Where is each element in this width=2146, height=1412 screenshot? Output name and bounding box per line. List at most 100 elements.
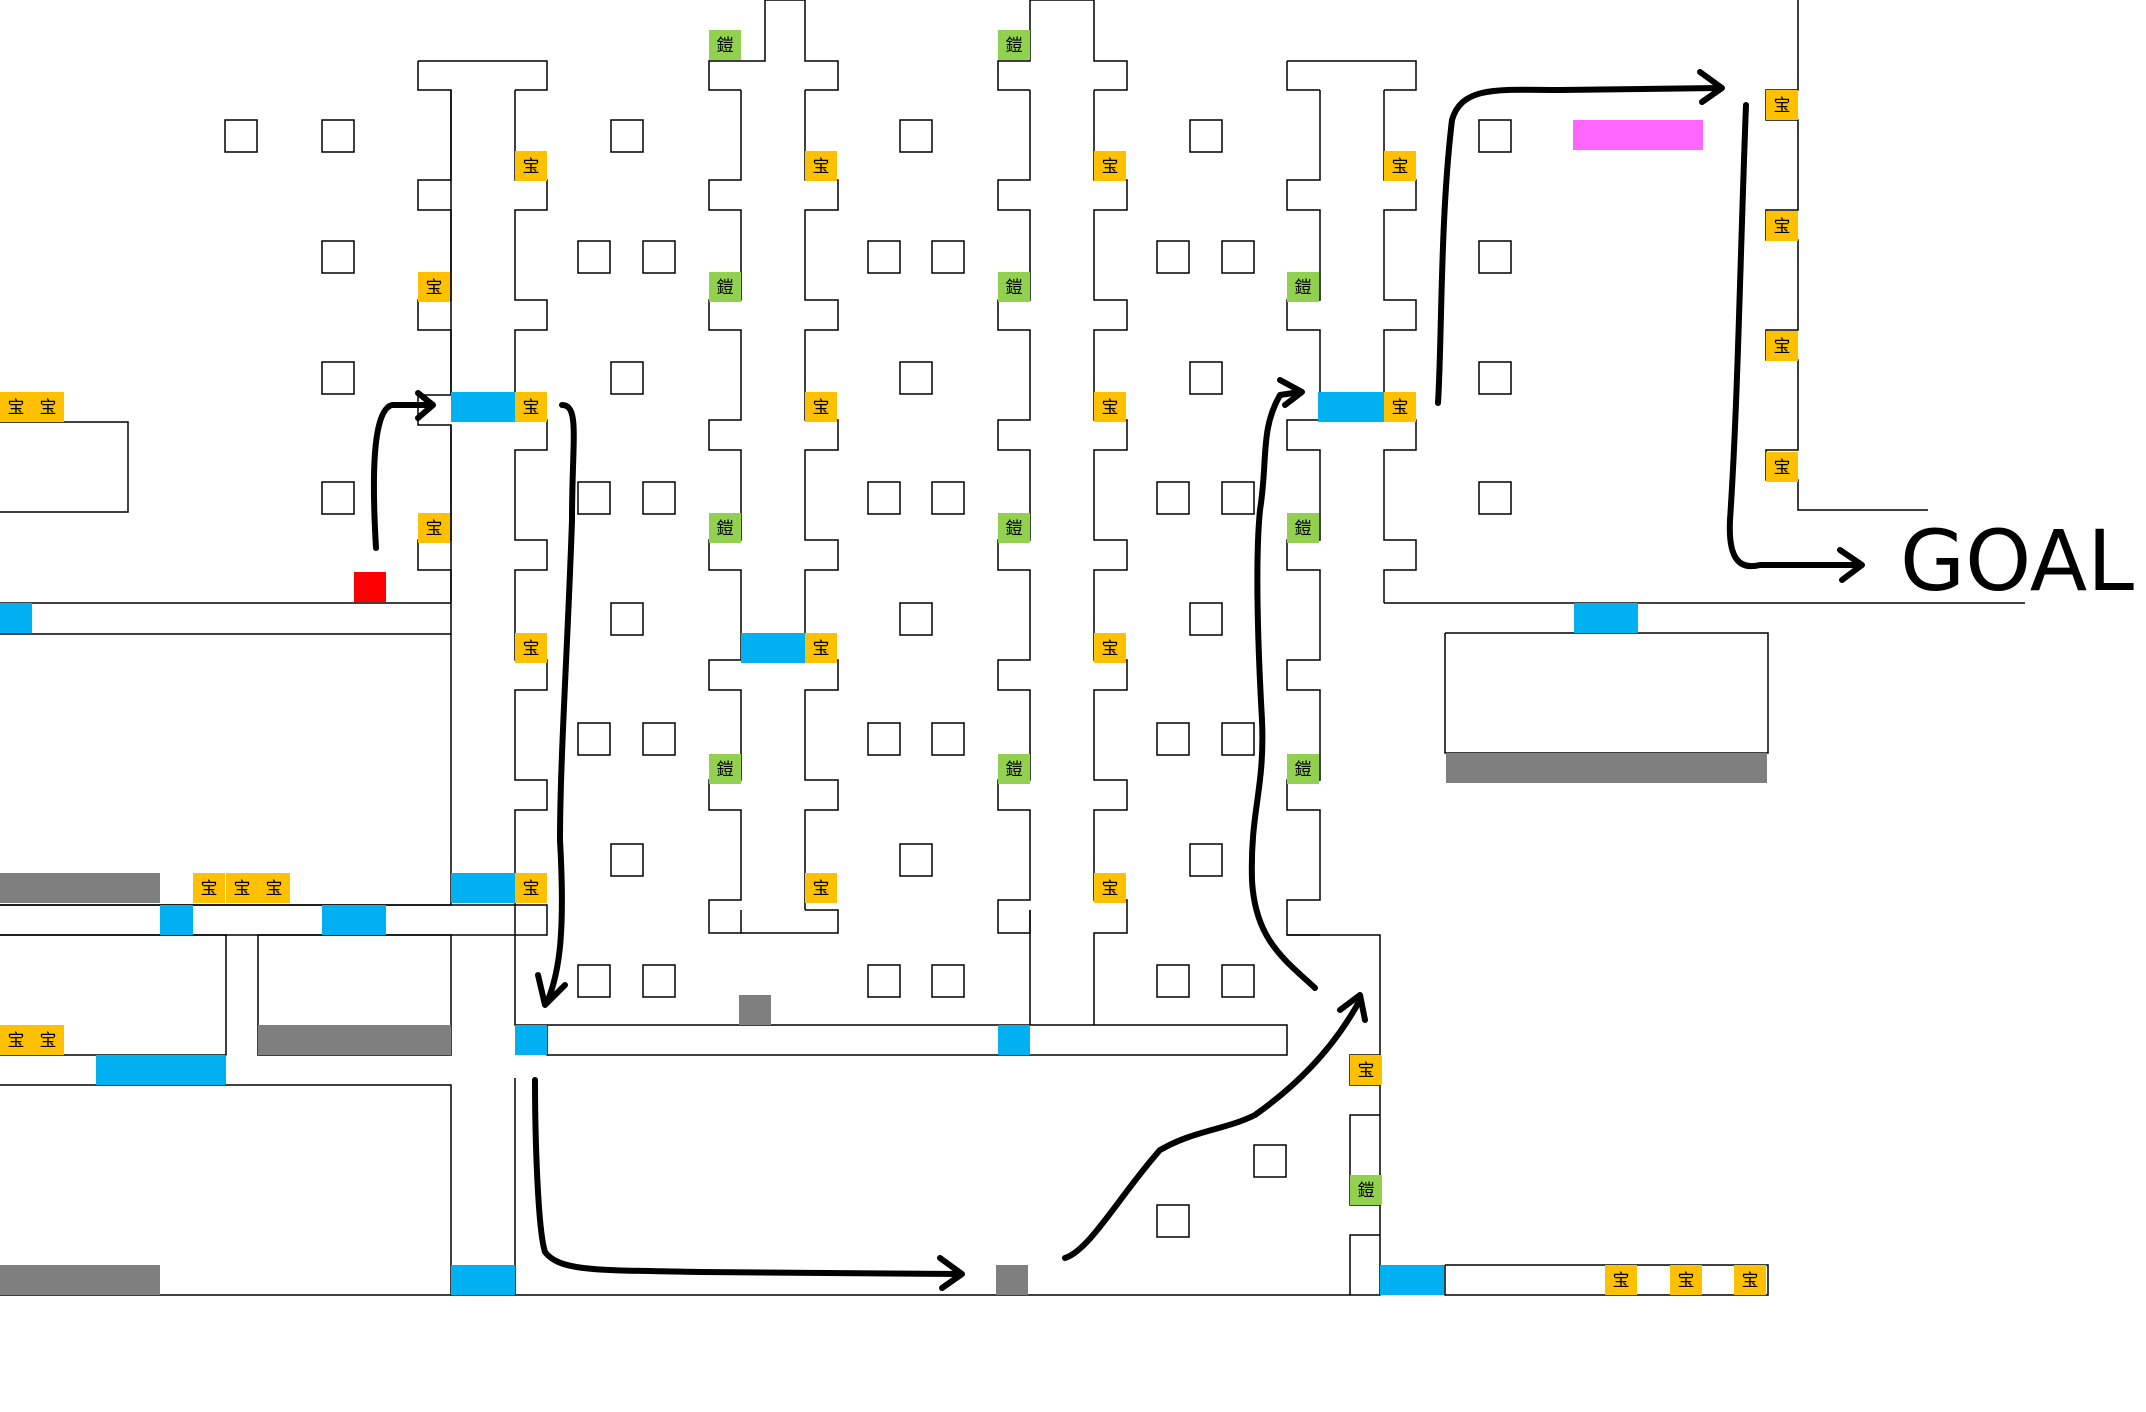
pillar-block <box>1221 240 1255 274</box>
pillar-block <box>1156 964 1190 998</box>
route-arrow-head <box>937 1255 965 1291</box>
armor-icon: 鎧 <box>709 30 741 60</box>
armor-label: 鎧 <box>717 519 734 539</box>
wall <box>1444 632 1769 754</box>
chest-icon: 宝 <box>226 873 258 903</box>
wall <box>1286 90 1321 936</box>
chest-tile <box>515 151 547 181</box>
chest-label: 宝 <box>266 879 283 899</box>
armor-label: 鎧 <box>1295 519 1312 539</box>
pillar-block <box>642 964 676 998</box>
wall <box>708 90 742 934</box>
pillar-block <box>1478 481 1512 515</box>
chest-label: 宝 <box>201 879 218 899</box>
chest-icon: 宝 <box>1766 211 1798 241</box>
door <box>998 1025 1030 1055</box>
chest-tile <box>1766 90 1798 120</box>
chest-label: 宝 <box>1358 1061 1375 1081</box>
pillar-block <box>931 240 965 274</box>
pillar-block <box>321 119 355 153</box>
pillar-block <box>610 602 644 636</box>
pillar-block <box>1156 1204 1190 1238</box>
wall <box>708 0 766 91</box>
doors <box>0 392 1638 1295</box>
chest-icon: 宝 <box>805 392 837 422</box>
route-arrow <box>1062 997 1363 1261</box>
chest-tile <box>805 633 837 663</box>
route-arrow <box>532 1077 963 1277</box>
chest-icon: 宝 <box>805 151 837 181</box>
chest-tile <box>1094 873 1126 903</box>
wall <box>418 60 548 91</box>
chest-tile <box>1094 633 1126 663</box>
armor-icon: 鎧 <box>709 754 741 784</box>
chest-tile <box>805 392 837 422</box>
chest-tile <box>1094 151 1126 181</box>
armor-tile <box>998 513 1030 543</box>
chest-label: 宝 <box>1774 458 1791 478</box>
grey-blocks <box>0 753 1767 1295</box>
armor-label: 鎧 <box>1358 1181 1375 1201</box>
chest-tile <box>1384 151 1416 181</box>
wall <box>514 90 548 910</box>
armor-icon: 鎧 <box>998 754 1030 784</box>
pillar-block <box>577 964 611 998</box>
chest-label: 宝 <box>813 639 830 659</box>
wall <box>0 1084 452 1296</box>
chest-tile <box>193 873 225 903</box>
pillar-block <box>610 843 644 877</box>
armor-tile <box>709 754 741 784</box>
chest-tile <box>32 392 64 422</box>
pillar-block <box>1478 240 1512 274</box>
chest-label: 宝 <box>1774 96 1791 116</box>
pillar-block <box>1253 1144 1287 1178</box>
armor-icon: 鎧 <box>1287 272 1319 302</box>
chest-label: 宝 <box>1102 398 1119 418</box>
armor-icon: 鎧 <box>998 513 1030 543</box>
armor-label: 鎧 <box>1295 760 1312 780</box>
chest-label: 宝 <box>1102 879 1119 899</box>
route-arrow <box>545 402 577 1003</box>
wall <box>1093 90 1128 1025</box>
goal-label: GOAL <box>1900 512 2134 610</box>
pillar-block <box>1189 119 1223 153</box>
chest-label: 宝 <box>1742 1271 1759 1291</box>
chest-icon: 宝 <box>1094 392 1126 422</box>
pillar-block <box>899 119 933 153</box>
route-arrow-head <box>415 390 436 421</box>
chest-tile <box>515 873 547 903</box>
pillar-block <box>867 964 901 998</box>
armor-label: 鎧 <box>1006 36 1023 56</box>
pillar-block <box>1221 964 1255 998</box>
armor-label: 鎧 <box>1006 519 1023 539</box>
armor-icon: 鎧 <box>998 30 1030 60</box>
chest-tile <box>1605 1265 1637 1295</box>
chest-icon: 宝 <box>258 873 290 903</box>
wall <box>1765 0 1928 511</box>
pillar-block <box>1221 481 1255 515</box>
chest-icon: 宝 <box>418 513 450 543</box>
chest-tile <box>418 513 450 543</box>
chest-icon: 宝 <box>515 151 547 181</box>
pillar-block <box>577 722 611 756</box>
chest-tile <box>805 873 837 903</box>
chest-label: 宝 <box>1613 1271 1630 1291</box>
pillar-block <box>224 119 258 153</box>
chest-label: 宝 <box>1774 217 1791 237</box>
armor-label: 鎧 <box>717 278 734 298</box>
chest-icon: 宝 <box>1094 633 1126 663</box>
chest-icon: 宝 <box>1384 151 1416 181</box>
chest-tile <box>1734 1265 1766 1295</box>
chest-tile <box>226 873 258 903</box>
chest-icon: 宝 <box>515 873 547 903</box>
armor-label: 鎧 <box>1006 760 1023 780</box>
chest-label: 宝 <box>1774 337 1791 357</box>
armor-tile <box>709 30 741 60</box>
chest-icon: 宝 <box>1670 1265 1702 1295</box>
chest-icon: 宝 <box>515 392 547 422</box>
armor-tile <box>1350 1175 1382 1205</box>
door <box>741 633 805 663</box>
door <box>451 873 515 903</box>
target-marker <box>1573 120 1703 150</box>
chest-label: 宝 <box>523 879 540 899</box>
